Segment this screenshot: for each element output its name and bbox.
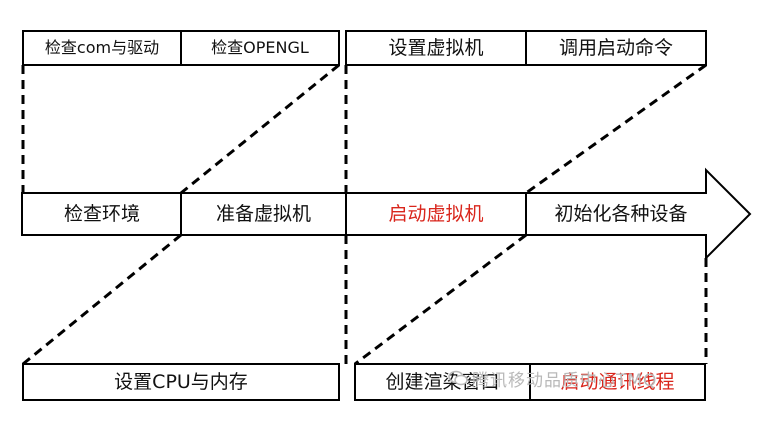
box-check-opengl (180, 30, 340, 66)
label-setup-vm: 设置虚拟机 (388, 36, 484, 59)
box-start-comm-thread (529, 363, 706, 401)
wechat-icon (448, 370, 468, 386)
box-check-com-driver (22, 30, 182, 66)
connector-bottom-right-diagonal (354, 233, 527, 366)
label-setup-cpu-memory: 设置CPU与内存 (114, 370, 248, 393)
watermark-text: 腾讯移动品质中心TMQ (472, 370, 658, 391)
label-invoke-start-command: 调用启动命令 (558, 36, 673, 59)
connector-top-right-diagonal (525, 63, 707, 195)
label-check-opengl: 检查OPENGL (211, 38, 309, 57)
label-create-render-window: 创建渲染窗口 (385, 370, 500, 393)
connector-top-left-diagonal (180, 63, 340, 195)
box-create-render-window (354, 363, 531, 401)
connector-bottom-left-diagonal (22, 233, 182, 366)
stage-start-vm: 启动虚拟机 (388, 202, 484, 225)
box-invoke-start-command (525, 30, 707, 66)
label-start-comm-thread: 启动通讯线程 (560, 370, 675, 393)
timeline-arrow (21, 167, 752, 261)
watermark: 腾讯移动品质中心TMQ (448, 364, 657, 392)
label-check-com-driver: 检查com与驱动 (44, 38, 160, 57)
box-setup-vm (345, 30, 527, 66)
box-setup-cpu-memory (22, 363, 340, 401)
stage-check-environment: 检查环境 (63, 202, 140, 225)
stage-prepare-vm: 准备虚拟机 (215, 202, 311, 225)
stage-init-devices: 初始化各种设备 (554, 202, 688, 225)
